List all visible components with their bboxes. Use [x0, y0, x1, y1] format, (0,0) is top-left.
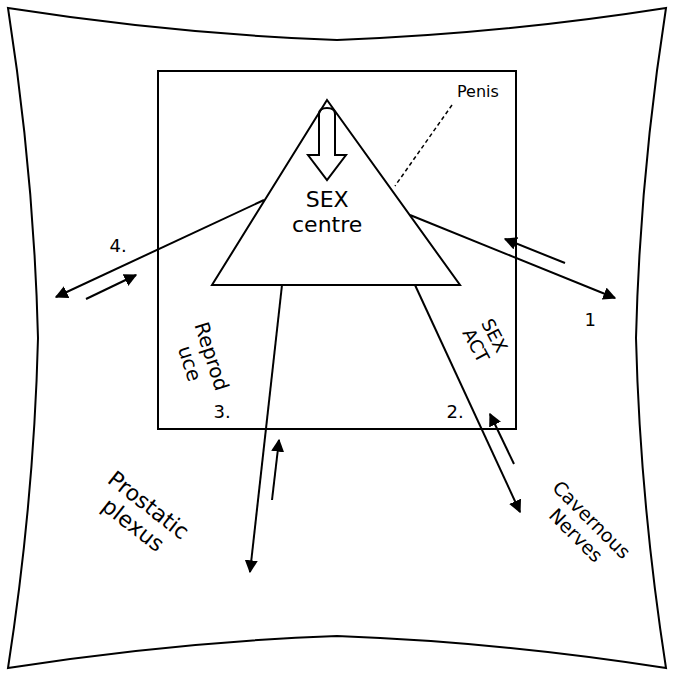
region-label: Reprod uce — [166, 318, 234, 402]
return-arrow — [490, 414, 514, 464]
leader-line — [395, 105, 452, 186]
nerve-label: Prostatic plexus — [86, 464, 195, 565]
callout-number: 2. — [446, 401, 465, 424]
nerve-line — [56, 200, 264, 297]
region-label: SEX ACT — [457, 313, 513, 367]
callout-number: 1 — [584, 309, 597, 332]
centre-label: SEX centre — [291, 186, 363, 239]
part-label: Penis — [456, 82, 500, 102]
box-region: Reprod uce SEX ACT SEX centre — [157, 70, 517, 430]
nerve-label: Cavernous Nerves — [530, 475, 635, 580]
nerve-line — [415, 285, 520, 512]
return-arrow — [86, 275, 136, 299]
return-arrow — [272, 440, 279, 500]
callout-number: 3. — [213, 401, 232, 424]
callout-number: 4. — [109, 235, 128, 258]
outer-outline — [8, 8, 666, 668]
triangle-shape — [212, 100, 460, 285]
return-arrow — [505, 239, 565, 263]
centre-triangle: SEX centre — [212, 100, 460, 285]
down-arrow-symbol — [308, 108, 346, 180]
